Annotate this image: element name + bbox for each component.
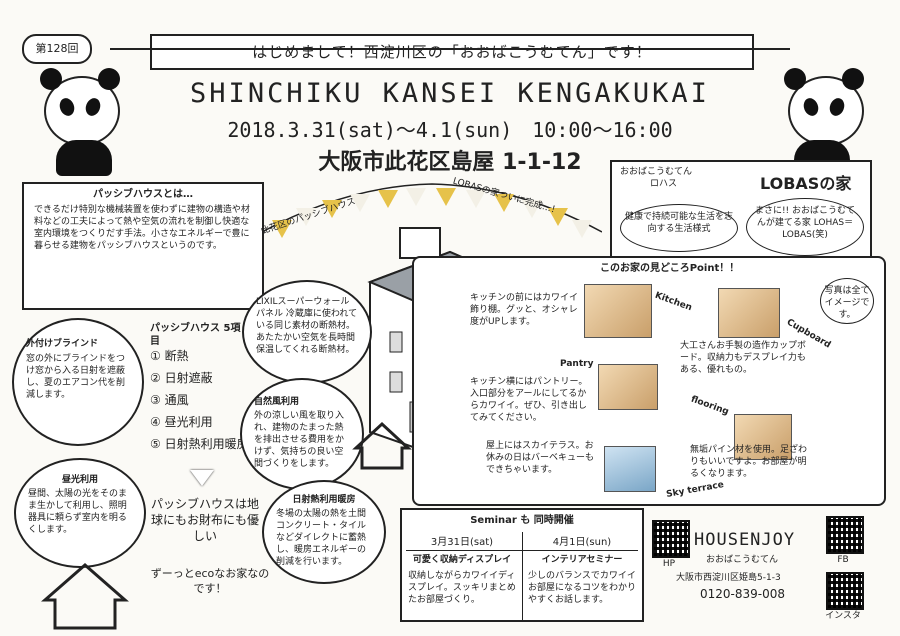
company-kana: おおばこうむてん — [706, 555, 779, 565]
flooring-text: 無垢パイン材を使用。足ざわりもいいですよ。お部屋が明るくなります。 — [690, 445, 808, 479]
house-outline-icon-2 — [352, 420, 412, 474]
company-phone: 0120-839-008 — [700, 587, 786, 601]
seminar-day2: 4月1日(sun) — [552, 537, 612, 548]
light-title: 昼光利用 — [61, 475, 98, 485]
seminar-title: Seminar も 同時開催 — [470, 515, 574, 526]
lobas-note: まさに!! おおばこうむてんが建てる家 LOHAS＝LOBAS(笑) — [746, 198, 864, 256]
passive-intro-heading: パッシブハウスとは… — [93, 189, 193, 200]
house-outline-icon — [40, 560, 130, 634]
five-item-4: ④ 昼光利用 — [150, 415, 213, 429]
terrace-photo — [604, 446, 656, 492]
edition-badge: 第128回 — [22, 34, 92, 64]
qr-hp[interactable] — [652, 520, 690, 558]
five-item-2: ② 日射遮蔽 — [150, 371, 213, 385]
eco-message: ずーっとecoなお家なのです！ — [150, 567, 270, 595]
passive-intro-panel: パッシブハウスとは… できるだけ特別な機械装置を使わずに建物の構造や材料などの工… — [22, 182, 264, 310]
down-arrow-icon — [190, 470, 214, 486]
qr-fb-label: FB — [837, 555, 849, 565]
pantry-label: Pantry — [560, 359, 594, 369]
page-title: SHINCHIKU KANSEI KENGAKUKAI — [190, 78, 710, 109]
cupboard-photo — [718, 288, 780, 338]
blind-title: 外付けブラインド — [26, 339, 99, 349]
blind-bubble: 外付けブラインド 窓の外にブラインドをつけ窓から入る日射を遮蔽し、夏のエアコン代… — [12, 318, 144, 446]
pantry-text: キッチン横にはパントリー。入口部分をアールにしてるからカワイイ。ぜひ、引き出して… — [470, 377, 588, 423]
seminar-panel: Seminar も 同時開催 3月31日(sat) 可愛く収納ディスプレイ 収納… — [400, 508, 644, 622]
five-list: ① 断熱 ② 日射遮蔽 ③ 通風 ④ 昼光利用 ⑤ 日射熱利用暖房 — [150, 350, 270, 460]
light-bubble: 昼光利用 昼間、太陽の光をそのまま生かして利用し、照明器具に頼らず室内を明るくし… — [14, 458, 146, 568]
wind-title: 自然風利用 — [254, 397, 300, 407]
qr-hp-label: HP — [662, 559, 676, 569]
heat-title: 日射熱利用暖房 — [292, 495, 356, 505]
lobas-desc: 健康で持続可能な生活を志向する生活様式 — [620, 204, 738, 252]
seminar-day1-title: 可愛く収納ディスプレイ — [412, 555, 512, 565]
lobas-line1: おおばこうむてん — [620, 167, 693, 177]
seminar-day1-body: 収納しながらカワイイディスプレイ。スッキリまとめたお部屋づくり。 — [408, 571, 516, 605]
garland — [262, 178, 602, 238]
lobas-line2: ロハス — [650, 179, 678, 189]
event-date: 2018.3.31(sat)～4.1(sun) 10:00～16:00 — [227, 118, 673, 142]
seminar-day2-body: 少しのバランスでカワイイお部屋になるコツをわかりやすくお話します。 — [528, 571, 637, 605]
light-body: 昼間、太陽の光をそのまま生かして利用し、照明器具に頼らず室内を明るくします。 — [28, 489, 128, 535]
lixil-bubble: LIXILスーパーウォールパネル 冷蔵庫に使われている同じ素材の断熱材。あたたか… — [242, 280, 372, 384]
wind-bubble: 自然風利用 外の涼しい風を取り入れ、建物のたまった熱を排出させる費用をかけず、気… — [240, 378, 364, 490]
qr-insta[interactable] — [826, 572, 864, 610]
flooring-photo — [734, 414, 792, 460]
seminar-day1: 3月31日(sat) — [430, 537, 494, 548]
terrace-text: 屋上にはスカイテラス。お休みの日はバーベキューもできちゃいます。 — [486, 441, 595, 475]
passive-intro-body: できるだけ特別な機械装置を使わずに建物の構造や材料などの工夫によって熱や空気の流… — [34, 205, 250, 251]
blind-body: 窓の外にブラインドをつけ窓から入る日射を遮蔽し、夏のエアコン代を削減します。 — [26, 354, 126, 400]
qr-insta-label: インスタ — [825, 611, 861, 621]
photo-note: 写真は全てイメージです。 — [820, 278, 874, 324]
five-item-5: ⑤ 日射熱利用暖房 — [150, 437, 249, 451]
five-item-3: ③ 通風 — [150, 393, 189, 407]
lobas-panel: おおばこうむてん ロハス LOBASの家 健康で持続可能な生活を志向する生活様式… — [610, 160, 872, 264]
lobas-title: LOBASの家 — [760, 174, 852, 193]
seminar-day2-title: インテリアセミナー — [541, 555, 623, 565]
welcome-banner: はじめまして！西淀川区の「おおばこうむてん」です！ — [150, 34, 754, 70]
panda-left — [26, 58, 136, 178]
pantry-photo — [598, 364, 658, 410]
heat-bubble: 日射熱利用暖房 冬場の太陽の熱を土間コンクリート・タイルなどダイレクトに蓄熱し、… — [262, 480, 386, 584]
globe-message: パッシブハウスは地球にもお財布にも優しい — [150, 497, 259, 543]
qr-fb[interactable] — [826, 516, 864, 554]
five-heading: パッシブハウス 5項目 — [150, 323, 241, 347]
event-address: 大阪市此花区島屋 1-1-12 — [318, 150, 582, 175]
points-title: このお家の見どころPoint！！ — [600, 263, 740, 274]
banner-text: はじめまして！西淀川区の「おおばこうむてん」です！ — [252, 43, 652, 61]
cupboard-text: 大工さんお手製の造作カップボード。収納力もデスプレイ力もある、優れもの。 — [680, 341, 807, 375]
kitchen-photo — [584, 284, 652, 338]
company-name: HOUSENJOY — [694, 530, 796, 550]
heat-body: 冬場の太陽の熱を土間コンクリート・タイルなどダイレクトに蓄熱し、暖房エネルギーの… — [276, 509, 367, 567]
five-item-1: ① 断熱 — [150, 349, 189, 363]
edition-text: 第128回 — [35, 42, 79, 55]
wind-body: 外の涼しい風を取り入れ、建物のたまった熱を排出させる費用をかけず、気持ちの良い空… — [254, 411, 345, 469]
kitchen-text: キッチンの前にはカワイイ飾り棚。グッと、オシャレ度がUPします。 — [470, 293, 579, 327]
company-address: 大阪市西淀川区姫島5-1-3 — [676, 573, 781, 583]
banner-rod — [110, 48, 790, 50]
